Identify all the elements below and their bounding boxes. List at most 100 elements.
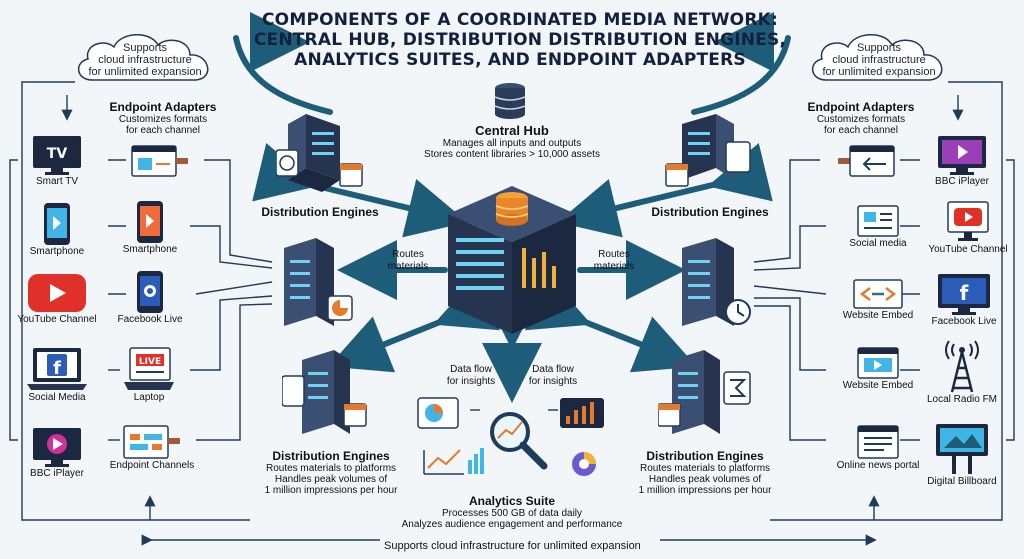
engines-br-l2: Handles peak volumes of — [648, 474, 762, 485]
flow-left-l1: Data flow — [450, 364, 492, 375]
endpoint-bbc-iplayer: BBC iPlayer — [22, 426, 92, 480]
cloud-left-line-1: Supports — [122, 42, 168, 54]
iplayer-tv-icon — [33, 428, 81, 467]
live-text: LIVE — [139, 357, 161, 367]
adapters-right-sub-1: Customizes formats — [816, 114, 906, 125]
adapters-left-heading: Endpoint Adapters — [109, 100, 217, 114]
endpoint-bbc-iplayer-right: BBC iPlayer — [924, 134, 1000, 188]
adapter-smartphone-label: Smartphone — [122, 244, 178, 255]
endpoint-digital-billboard: Digital Billboard — [920, 422, 1004, 488]
server-icon-top-right — [662, 110, 752, 203]
adapters-right-heading: Endpoint Adapters — [807, 100, 915, 114]
adapter-website-embed-1-label: Website Embed — [842, 310, 914, 321]
svg-text:f: f — [960, 281, 969, 305]
routes-right-l1: Routes — [598, 249, 630, 260]
engines-bl-l3: 1 million impressions per hour — [264, 485, 398, 496]
endpoint-smart-tv-label: Smart TV — [35, 176, 79, 187]
engines-bottom-left-label: Distribution Engines Routes materials to… — [246, 449, 416, 496]
flow-left-label: Data flow for insights — [438, 364, 504, 388]
tv-text: TV — [47, 146, 68, 162]
cloud-left-line-2: cloud infrastructure — [98, 54, 192, 66]
engines-br-l1: Routes materials to platforms — [639, 463, 771, 474]
server-icon-bottom-left — [281, 348, 370, 443]
endpoint-adapters-right: Endpoint Adapters Customizes formats for… — [796, 100, 926, 136]
server-icon-top-left — [275, 110, 366, 203]
embed-window-icon — [853, 279, 903, 309]
cloud-icon — [78, 34, 209, 81]
laptop-live-icon: LIVE — [124, 347, 174, 390]
engines-bl-l2: Handles peak volumes of — [274, 474, 388, 485]
adapters-left-sub-2: for each channel — [126, 125, 200, 136]
title-line-1: COMPONENTS OF A COORDINATED MEDIA NETWOR… — [262, 10, 778, 30]
database-icon — [492, 82, 528, 127]
routes-left-l1: Routes — [392, 249, 424, 260]
central-hub-label: Central Hub Manages all inputs and outpu… — [380, 124, 644, 161]
adapter-endpoint-channels: Endpoint Channels — [104, 424, 200, 472]
page-title: COMPONENTS OF A COORDINATED MEDIA NETWOR… — [250, 10, 790, 70]
endpoint-facebook-live-right-label: Facebook Live — [931, 316, 997, 327]
analytics-graphic — [414, 394, 610, 495]
routes-left-label: Routes materials — [378, 249, 438, 273]
cloud-right-line-1: Supports — [856, 42, 902, 54]
cloud-icon — [812, 34, 943, 81]
flow-right-l2: for insights — [528, 376, 578, 387]
adapter-social-media: Social media — [840, 204, 916, 250]
adapter-window-icon — [131, 145, 188, 177]
endpoint-adapters-left: Endpoint Adapters Customizes formats for… — [98, 100, 228, 136]
endpoint-youtube-label: YouTube Channel — [17, 314, 97, 325]
facebook-monitor-icon: f — [938, 274, 990, 315]
adapter-smartphone: Smartphone — [120, 200, 180, 256]
svg-text:f: f — [53, 358, 61, 379]
analytics-suite-label: Analytics Suite Processes 500 GB of data… — [376, 494, 648, 530]
flow-right-label: Data flow for insights — [520, 364, 586, 388]
endpoint-youtube-channel: YouTube Channel — [12, 272, 102, 326]
cloud-right: Supports cloud infrastructure for unlimi… — [804, 30, 954, 86]
adapters-left-sub-1: Customizes formats — [118, 114, 208, 125]
smartphone-youtube-icon — [137, 201, 163, 243]
adapter-laptop: LIVE Laptop — [114, 346, 184, 404]
adapter-monitor-right-1 — [836, 144, 896, 178]
engines-top-left-label: Distribution Engines — [261, 205, 379, 219]
engines-br-heading: Distribution Engines — [646, 449, 764, 463]
billboard-icon — [936, 424, 988, 474]
title-line-3: ANALYTICS SUITES, AND ENDPOINT ADAPTERS — [294, 50, 746, 70]
outer-loop-right — [770, 81, 1003, 521]
adapter-social-media-label: Social media — [849, 238, 907, 249]
news-window-icon — [857, 425, 899, 459]
cloud-left: Supports cloud infrastructure for unlimi… — [70, 30, 220, 86]
server-icon-mid-left — [276, 236, 360, 337]
video-window-icon — [857, 347, 899, 379]
endpoint-bbc-iplayer-right-label: BBC iPlayer — [935, 176, 989, 187]
engines-bl-l1: Routes materials to platforms — [265, 463, 397, 474]
laptop-facebook-icon: f — [27, 348, 87, 390]
adapter-facebook-live-label: Facebook Live — [117, 314, 183, 325]
endpoint-social-media-label: Social Media — [28, 392, 86, 403]
analytics-line-2: Analyzes audience engagement and perform… — [401, 519, 623, 530]
routes-right-l2: materials — [593, 261, 635, 272]
cloud-left-line-3: for unlimited expansion — [88, 66, 202, 78]
smart-tv-icon: TV — [33, 136, 81, 175]
engines-br-l3: 1 million impressions per hour — [638, 485, 772, 496]
endpoint-digital-billboard-label: Digital Billboard — [927, 476, 997, 487]
endpoint-facebook-live-right: f Facebook Live — [922, 272, 1006, 328]
hub-line-2: Stores content libraries > 10,000 assets — [424, 149, 600, 160]
endpoint-youtube-channel-right-label: YouTube Channel — [928, 244, 1008, 255]
endpoint-social-media: f Social Media — [22, 346, 92, 404]
radio-tower-icon — [945, 340, 979, 393]
analytics-heading: Analytics Suite — [468, 494, 556, 508]
endpoint-bbc-iplayer-label: BBC iPlayer — [30, 468, 84, 479]
youtube-monitor-icon — [947, 201, 989, 241]
engines-bl-heading: Distribution Engines — [272, 449, 390, 463]
endpoint-local-radio-fm-label: Local Radio FM — [926, 394, 998, 405]
flow-right-l1: Data flow — [532, 364, 574, 375]
central-hub-server — [442, 178, 582, 343]
engines-bottom-right-label: Distribution Engines Routes materials to… — [620, 449, 790, 496]
adapter-online-news-portal-label: Online news portal — [836, 460, 920, 471]
flow-left-l2: for insights — [446, 376, 496, 387]
endpoint-local-radio-fm: Local Radio FM — [920, 340, 1004, 406]
endpoint-smartphone: Smartphone — [22, 202, 92, 258]
adapter-website-embed-1: Website Embed — [836, 278, 920, 322]
routes-right-label: Routes materials — [584, 249, 644, 273]
outer-loop-left — [21, 81, 250, 521]
